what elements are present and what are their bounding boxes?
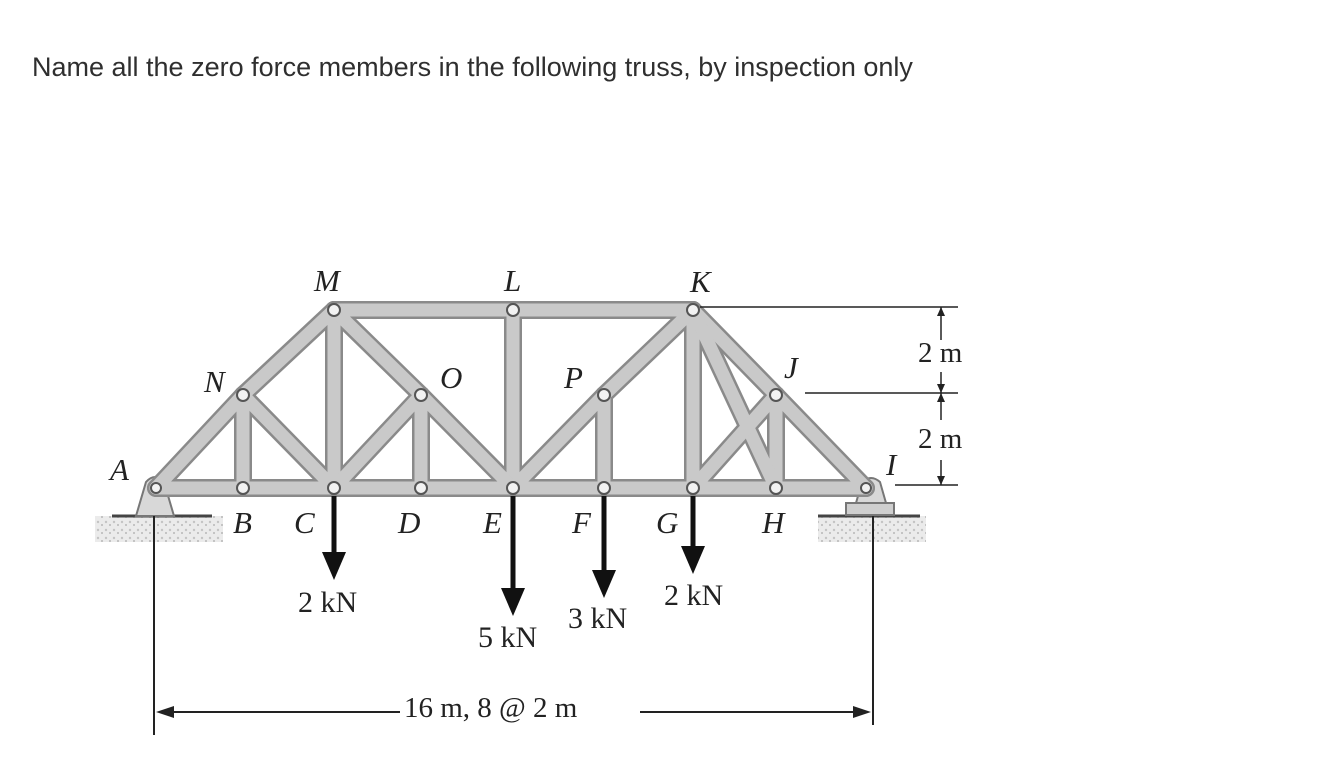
joint-K bbox=[686, 303, 700, 317]
load-arrow-F bbox=[592, 496, 616, 598]
node-label-B: B bbox=[233, 505, 252, 540]
node-label-L: L bbox=[503, 263, 521, 298]
member-JI bbox=[769, 388, 873, 495]
joint-D bbox=[414, 481, 428, 495]
node-label-K: K bbox=[689, 264, 713, 299]
member-CO bbox=[327, 388, 428, 495]
joint-J bbox=[769, 388, 783, 402]
node-label-H: H bbox=[761, 505, 786, 540]
node-label-C: C bbox=[294, 505, 315, 540]
pin-support-A bbox=[95, 476, 223, 542]
truss-joints bbox=[150, 303, 872, 495]
load-arrow-C bbox=[322, 496, 346, 580]
height-label-lower: 2 m bbox=[918, 423, 963, 455]
member-NC bbox=[236, 388, 341, 495]
joint-G bbox=[686, 481, 700, 495]
load-label-C: 2 kN bbox=[298, 586, 357, 619]
node-label-A: A bbox=[108, 452, 130, 487]
load-label-E: 5 kN bbox=[478, 621, 537, 654]
joint-O bbox=[414, 388, 428, 402]
joint-M bbox=[327, 303, 341, 317]
node-label-E: E bbox=[482, 505, 502, 540]
node-label-J: J bbox=[784, 350, 799, 385]
joint-B bbox=[236, 481, 250, 495]
member-PK bbox=[597, 303, 700, 402]
joint-N bbox=[236, 388, 250, 402]
node-label-G: G bbox=[656, 505, 678, 540]
span-dimension-label: 16 m, 8 @ 2 m bbox=[404, 692, 578, 724]
joint-P bbox=[597, 388, 611, 402]
joint-L bbox=[506, 303, 520, 317]
member-GJ bbox=[686, 388, 783, 495]
node-label-M: M bbox=[313, 263, 342, 298]
height-label-upper: 2 m bbox=[918, 337, 963, 369]
node-label-O: O bbox=[440, 360, 462, 395]
member-OE bbox=[414, 388, 520, 495]
joint-F bbox=[597, 481, 611, 495]
node-label-P: P bbox=[563, 360, 583, 395]
span-dimension bbox=[153, 516, 874, 735]
joint-E bbox=[506, 481, 520, 495]
node-label-D: D bbox=[397, 505, 420, 540]
joint-C bbox=[327, 481, 341, 495]
member-AN bbox=[149, 388, 250, 495]
height-dimension bbox=[700, 306, 958, 486]
member-KJ bbox=[686, 303, 783, 402]
member-KH bbox=[686, 303, 783, 495]
joint-H bbox=[769, 481, 783, 495]
member-MO bbox=[327, 303, 428, 402]
question-text: Name all the zero force members in the f… bbox=[32, 52, 913, 82]
load-arrow-G bbox=[681, 496, 705, 574]
joint-A bbox=[150, 482, 162, 494]
node-label-I: I bbox=[885, 447, 898, 482]
node-label-N: N bbox=[203, 364, 227, 399]
joint-I bbox=[860, 482, 872, 494]
load-label-F: 3 kN bbox=[568, 602, 627, 635]
member-NM bbox=[236, 303, 341, 402]
node-label-F: F bbox=[571, 505, 592, 540]
load-label-G: 2 kN bbox=[664, 579, 723, 612]
truss-members bbox=[147, 301, 875, 497]
load-arrow-E bbox=[501, 496, 525, 616]
member-EP bbox=[506, 388, 611, 495]
